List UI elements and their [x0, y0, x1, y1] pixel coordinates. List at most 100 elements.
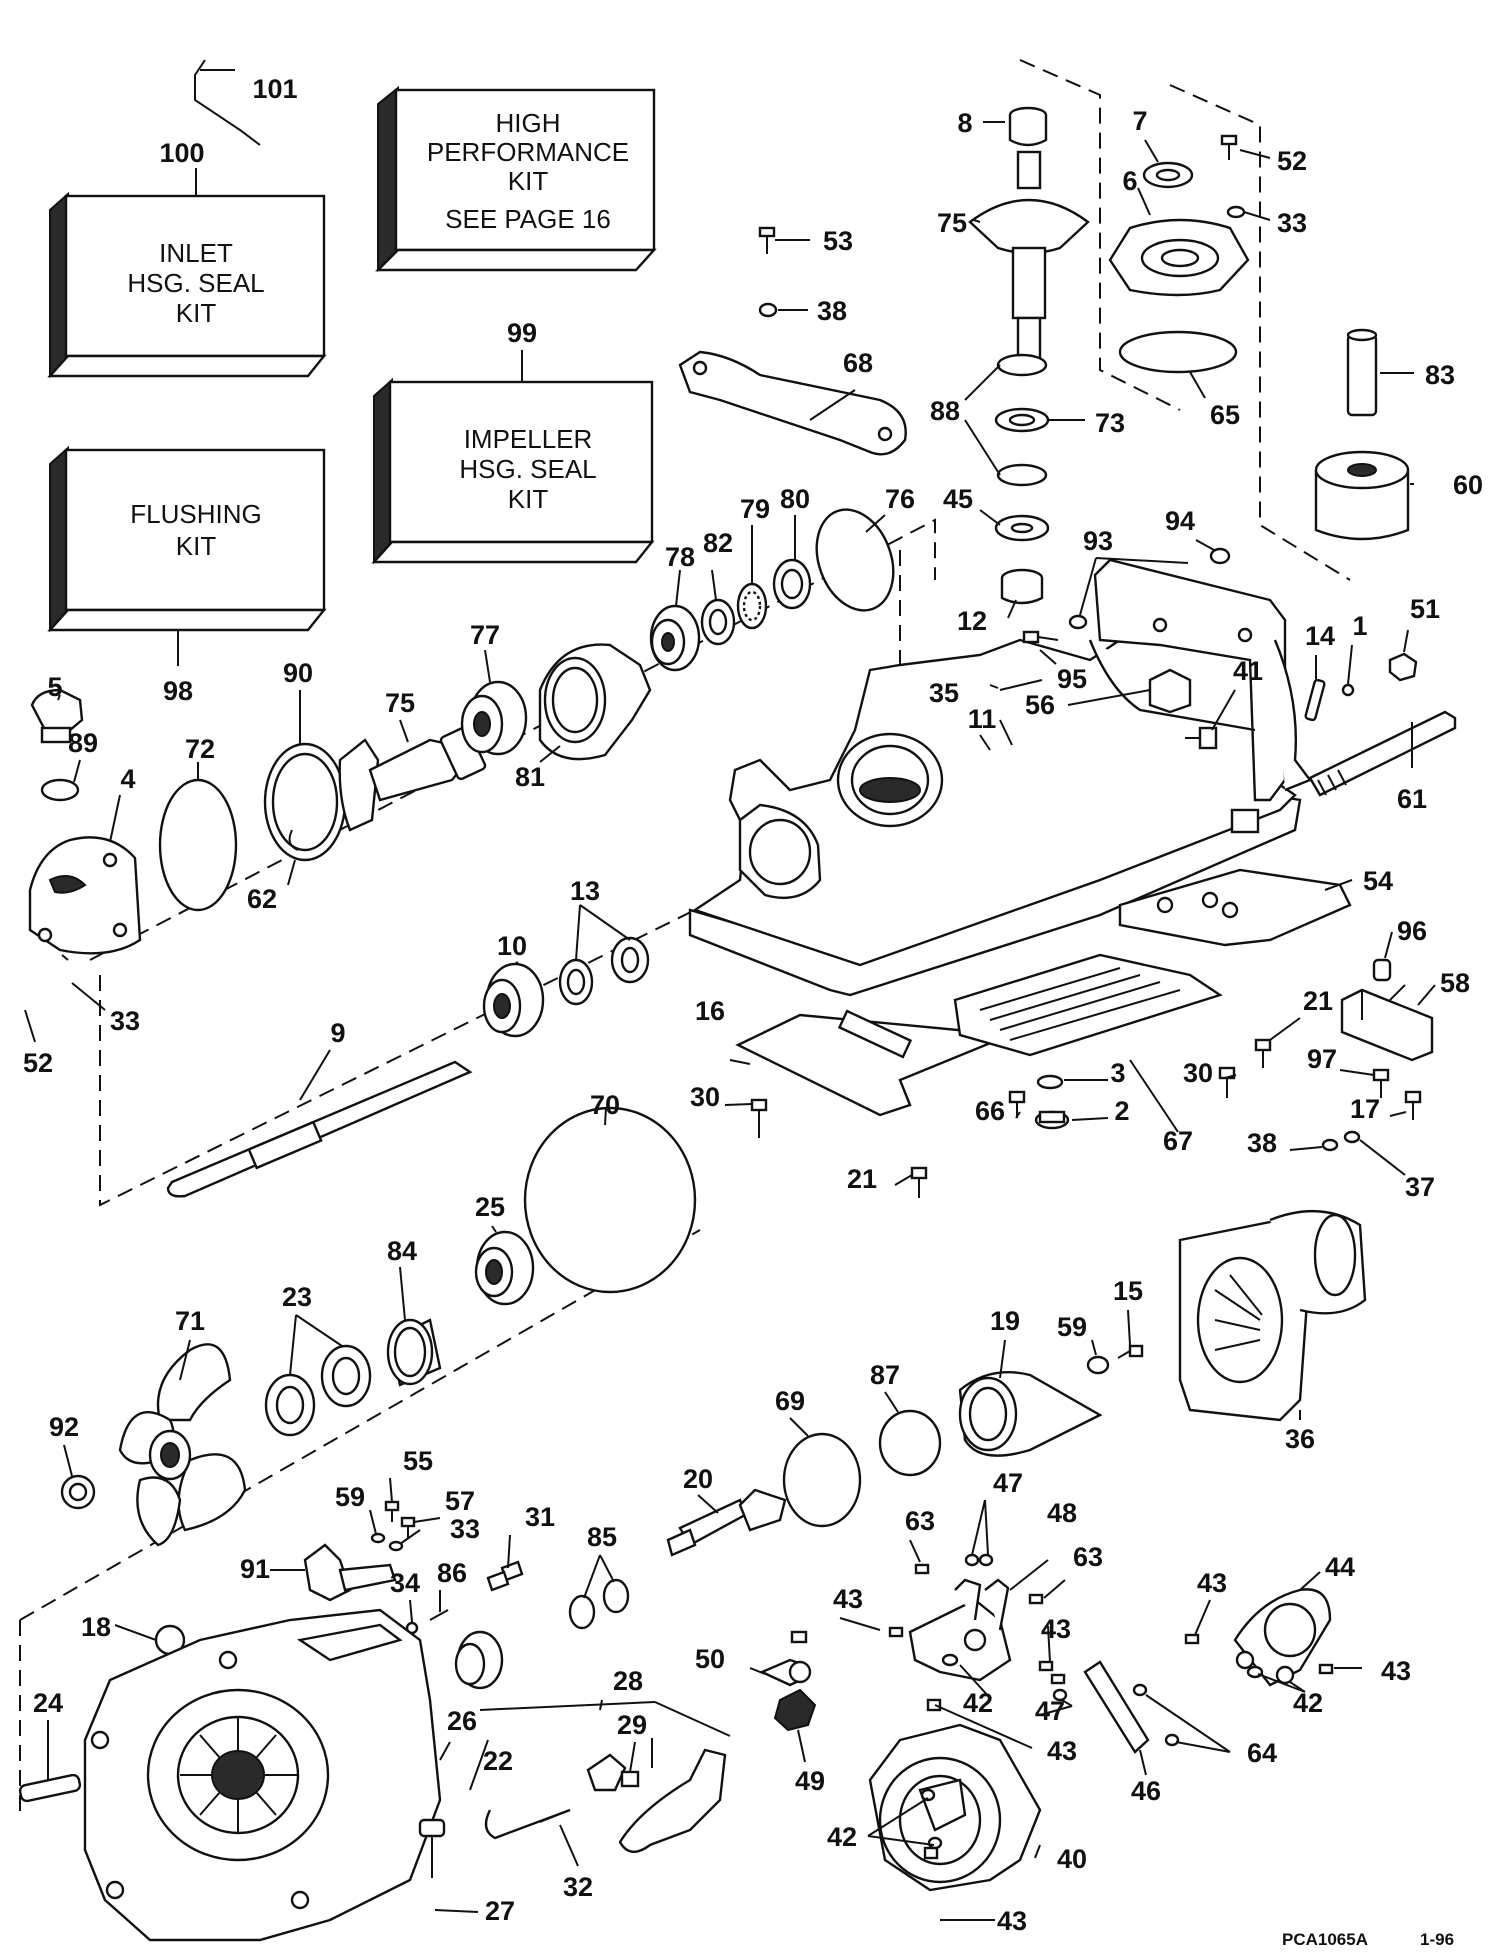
callout-3: 3 — [1110, 1058, 1125, 1088]
part-sleeve-84 — [386, 1318, 442, 1387]
part-rod-32 — [484, 1808, 571, 1840]
part-impeller-71 — [118, 1343, 247, 1547]
callout-17: 17 — [1350, 1094, 1380, 1124]
part-nut-29 — [620, 1738, 653, 1788]
callout-35: 35 — [929, 678, 959, 708]
callout-43-e: 43 — [1047, 1736, 1077, 1766]
part-link-46 — [1083, 1660, 1150, 1754]
callout-65: 65 — [1210, 400, 1240, 430]
callout-63-left: 63 — [905, 1506, 935, 1536]
callout-14: 14 — [1305, 621, 1335, 651]
callout-5: 5 — [47, 672, 62, 702]
callout-61: 61 — [1397, 784, 1427, 814]
callout-38-top: 38 — [817, 296, 847, 326]
part-screws-43 — [790, 1626, 1334, 1860]
callout-82: 82 — [703, 528, 733, 558]
callout-16: 16 — [695, 996, 725, 1026]
part-pin-96 — [1372, 958, 1392, 982]
callout-8: 8 — [957, 108, 972, 138]
callout-87: 87 — [870, 1360, 900, 1390]
part-plate-16 — [735, 1009, 1011, 1117]
callout-30-left: 30 — [690, 1082, 720, 1112]
part-cover-4 — [28, 836, 142, 955]
part-washer-38 — [1321, 1138, 1339, 1152]
part-stud-86 — [429, 1609, 449, 1621]
callout-43-f: 43 — [997, 1906, 1027, 1936]
callout-69: 69 — [775, 1386, 805, 1416]
part-needle-bearing-12 — [1000, 568, 1044, 605]
part-nozzle-36 — [1178, 1210, 1367, 1422]
callout-66: 66 — [975, 1096, 1005, 1126]
part-bearing-housing-6 — [1108, 218, 1250, 297]
part-screw-21-right — [1254, 1038, 1272, 1068]
callout-63-right: 63 — [1073, 1542, 1103, 1572]
callout-12: 12 — [957, 606, 987, 636]
footer-code: PCA1065A — [1282, 1930, 1368, 1949]
part-seals-13 — [558, 936, 650, 1006]
part-washer-33-top — [1226, 205, 1246, 219]
callout-labels: 101 100 99 98 8 7 52 6 33 75 53 38 83 68… — [23, 74, 1483, 1936]
callout-24: 24 — [33, 1688, 63, 1718]
callout-94: 94 — [1165, 506, 1195, 536]
callout-15: 15 — [1113, 1276, 1143, 1306]
callout-33-left: 33 — [110, 1006, 140, 1036]
part-screw-30-right — [1218, 1066, 1236, 1098]
part-o-ring-72 — [158, 778, 238, 912]
kit-inlet-line2: HSG. SEAL — [127, 268, 264, 298]
callout-96: 96 — [1397, 916, 1427, 946]
callout-95: 95 — [1057, 664, 1087, 694]
part-sensor-41 — [1185, 726, 1218, 750]
callout-83: 83 — [1425, 360, 1455, 390]
part-bearing-10 — [482, 962, 545, 1038]
part-washer-45 — [994, 514, 1050, 542]
part-washers-64 — [1132, 1683, 1180, 1747]
part-nut-94 — [1209, 547, 1231, 565]
callout-52-top: 52 — [1277, 146, 1307, 176]
kit-flushing-line1: FLUSHING — [130, 499, 261, 529]
part-o-ring-69 — [782, 1432, 862, 1528]
callout-58: 58 — [1440, 968, 1470, 998]
part-o-ring-76 — [815, 508, 895, 612]
callout-86: 86 — [437, 1558, 467, 1588]
part-bearing-78 — [649, 604, 701, 672]
callout-78: 78 — [665, 542, 695, 572]
part-plate-90 — [263, 742, 347, 862]
callout-43-b: 43 — [1197, 1568, 1227, 1598]
part-bevel-gear-75 — [338, 725, 487, 832]
callout-81: 81 — [515, 762, 545, 792]
callout-30-right: 30 — [1183, 1058, 1213, 1088]
callout-97: 97 — [1307, 1044, 1337, 1074]
callout-46: 46 — [1131, 1776, 1161, 1806]
part-bearing-25 — [474, 1230, 535, 1306]
kit-flushing-line2: KIT — [176, 531, 217, 561]
part-deflector-44 — [1233, 1588, 1332, 1687]
callout-21-left: 21 — [847, 1164, 877, 1194]
part-bracket-68 — [678, 350, 907, 456]
part-drive-shaft-9 — [166, 1060, 473, 1198]
part-o-ring-89 — [40, 778, 80, 802]
part-nut-92 — [60, 1474, 96, 1510]
callout-59-right: 59 — [1057, 1312, 1087, 1342]
kit-box-impeller: IMPELLER HSG. SEAL KIT — [371, 350, 655, 565]
part-screws-63 — [914, 1563, 1044, 1605]
callout-9: 9 — [330, 1018, 345, 1048]
callout-99: 99 — [507, 318, 537, 348]
part-o-ring-87 — [878, 1409, 942, 1477]
callout-43-a: 43 — [833, 1584, 863, 1614]
callout-40: 40 — [1057, 1844, 1087, 1874]
part-plug-2 — [1034, 1110, 1070, 1130]
part-pin-24 — [18, 1773, 82, 1803]
part-fitting-31 — [486, 1560, 524, 1592]
callout-19: 19 — [990, 1306, 1020, 1336]
callout-50: 50 — [695, 1644, 725, 1674]
callout-71: 71 — [175, 1306, 205, 1336]
part-clip-49 — [773, 1688, 817, 1732]
callout-52-left: 52 — [23, 1048, 53, 1078]
part-plate-54 — [1118, 868, 1352, 947]
part-cone-19 — [958, 1371, 1103, 1457]
kit-inlet-line1: INLET — [159, 238, 233, 268]
part-washer-33-bottom — [388, 1540, 404, 1552]
callout-53: 53 — [823, 226, 853, 256]
callout-79: 79 — [740, 494, 770, 524]
